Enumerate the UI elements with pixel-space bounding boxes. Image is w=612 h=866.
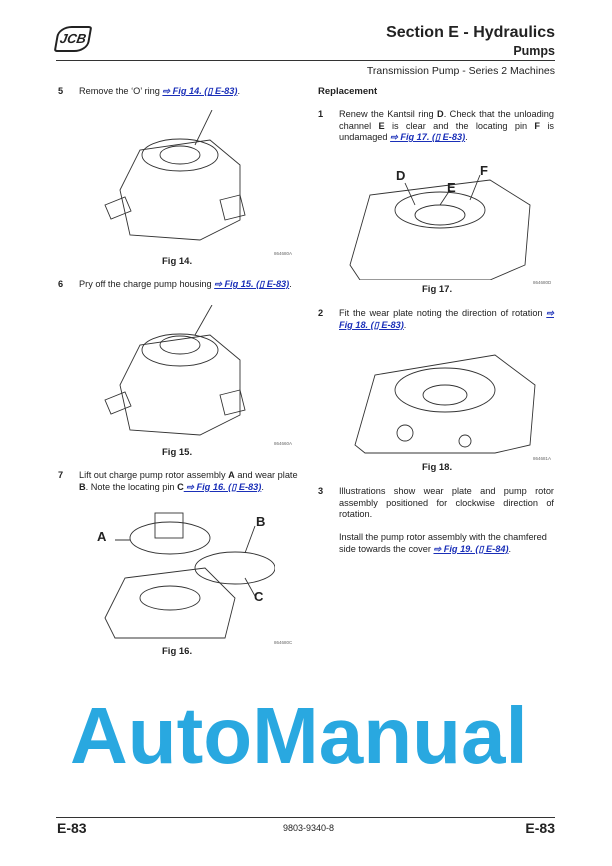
step-number: 5 — [58, 86, 64, 96]
step-number: 6 — [58, 279, 64, 289]
step-number: 3 — [318, 486, 324, 496]
label-e: E — [378, 120, 385, 131]
label-f: F — [534, 120, 541, 131]
text: Remove the ‘O’ ring — [79, 86, 163, 96]
text: Install the pump rotor assembly with the… — [339, 532, 547, 554]
fig-17-caption: Fig 17. — [422, 284, 453, 295]
fig-14-code: 864680A — [274, 251, 293, 256]
text: . — [403, 319, 407, 330]
fig-15-drawing — [104, 305, 246, 436]
text: and wear plate — [234, 470, 298, 480]
fig-17-drawing — [349, 174, 531, 280]
text: is undamaged — [339, 120, 554, 143]
fig-18-code: 864681A — [533, 456, 552, 461]
text: . — [465, 132, 468, 143]
callout-a: A — [97, 529, 107, 544]
callout-f: F — [480, 163, 488, 178]
label-c: C — [177, 481, 184, 492]
text: . Note the locating pin — [85, 481, 178, 492]
jcb-logo: JCB — [53, 26, 93, 52]
fig-18-drawing — [354, 354, 536, 454]
footer-page-left: E-83 — [57, 820, 87, 836]
fig-17-link[interactable]: ⇨ Fig 17. (▯ E-83) — [390, 132, 466, 143]
text: . — [289, 279, 292, 289]
step-number: 1 — [318, 109, 324, 119]
subsection-title: Pumps — [513, 44, 555, 58]
text: Pry off the charge pump housing — [79, 279, 215, 289]
footer-page-right: E-83 — [525, 820, 555, 836]
fig-16-drawing — [104, 512, 275, 639]
topic-title: Transmission Pump - Series 2 Machines — [366, 65, 555, 77]
fig-16-code: 864680C — [274, 640, 293, 645]
fig-14-drawing — [104, 110, 246, 241]
text: Fit the wear plate noting the direction … — [339, 308, 547, 318]
text: Lift out charge pump rotor assembly — [79, 470, 229, 480]
fig-15-code: 864660A — [274, 441, 293, 446]
callout-b: B — [256, 514, 266, 529]
text: Renew the Kantsil ring — [339, 109, 438, 119]
step-3-install-text: Install the pump rotor assembly with the… — [339, 532, 554, 555]
header-rule — [56, 60, 555, 61]
step-6-text: Pry off the charge pump housing ⇨ Fig 15… — [79, 279, 292, 291]
label-d: D — [437, 109, 444, 119]
step-5-text: Remove the ‘O’ ring ⇨ Fig 14. (▯ E-83). — [79, 86, 240, 98]
callout-d: D — [396, 168, 406, 183]
step-2-text: Fit the wear plate noting the direction … — [339, 308, 554, 331]
text: . Check that the unloading channel — [339, 109, 554, 131]
fig-17-code: 864680D — [533, 280, 552, 285]
step-7-text: Lift out charge pump rotor assembly A an… — [79, 470, 299, 493]
step-1-text: Renew the Kantsil ring D. Check that the… — [339, 109, 554, 144]
fig-19-link[interactable]: ⇨ Fig 19. (▯ E-84) — [433, 543, 509, 554]
fig-14-caption: Fig 14. — [162, 256, 193, 267]
replacement-heading: Replacement — [318, 86, 378, 97]
step-number: 7 — [58, 470, 64, 480]
step-number: 2 — [318, 308, 324, 318]
label-a: A — [228, 470, 235, 480]
text: . — [508, 543, 512, 554]
fig-16-link[interactable]: ⇨ Fig 16. (▯ E-83) — [183, 481, 262, 492]
fig-15-link[interactable]: ⇨ Fig 15. (▯ E-83) — [214, 279, 290, 289]
label-b: B — [79, 481, 86, 492]
fig-15-caption: Fig 15. — [162, 447, 193, 458]
callout-c: C — [254, 589, 264, 604]
section-title: Section E - Hydraulics — [386, 24, 555, 41]
callout-e: E — [447, 180, 456, 195]
text: . — [237, 86, 241, 96]
fig-18-link[interactable]: ⇨ Fig 18. (▯ E-83) — [339, 308, 554, 330]
text: is clear and the locating pin — [384, 120, 535, 131]
footer-doc-number: 9803-9340-8 — [283, 823, 335, 833]
footer-rule — [56, 817, 555, 818]
text: . — [261, 481, 264, 492]
fig-14-link[interactable]: ⇨ Fig 14. (▯ E-83) — [162, 86, 238, 96]
step-3-text: Illustrations show wear plate and pump r… — [339, 486, 554, 520]
fig-18-caption: Fig 18. — [422, 462, 453, 473]
fig-16-caption: Fig 16. — [162, 646, 193, 657]
watermark: AutoManual — [70, 691, 528, 780]
